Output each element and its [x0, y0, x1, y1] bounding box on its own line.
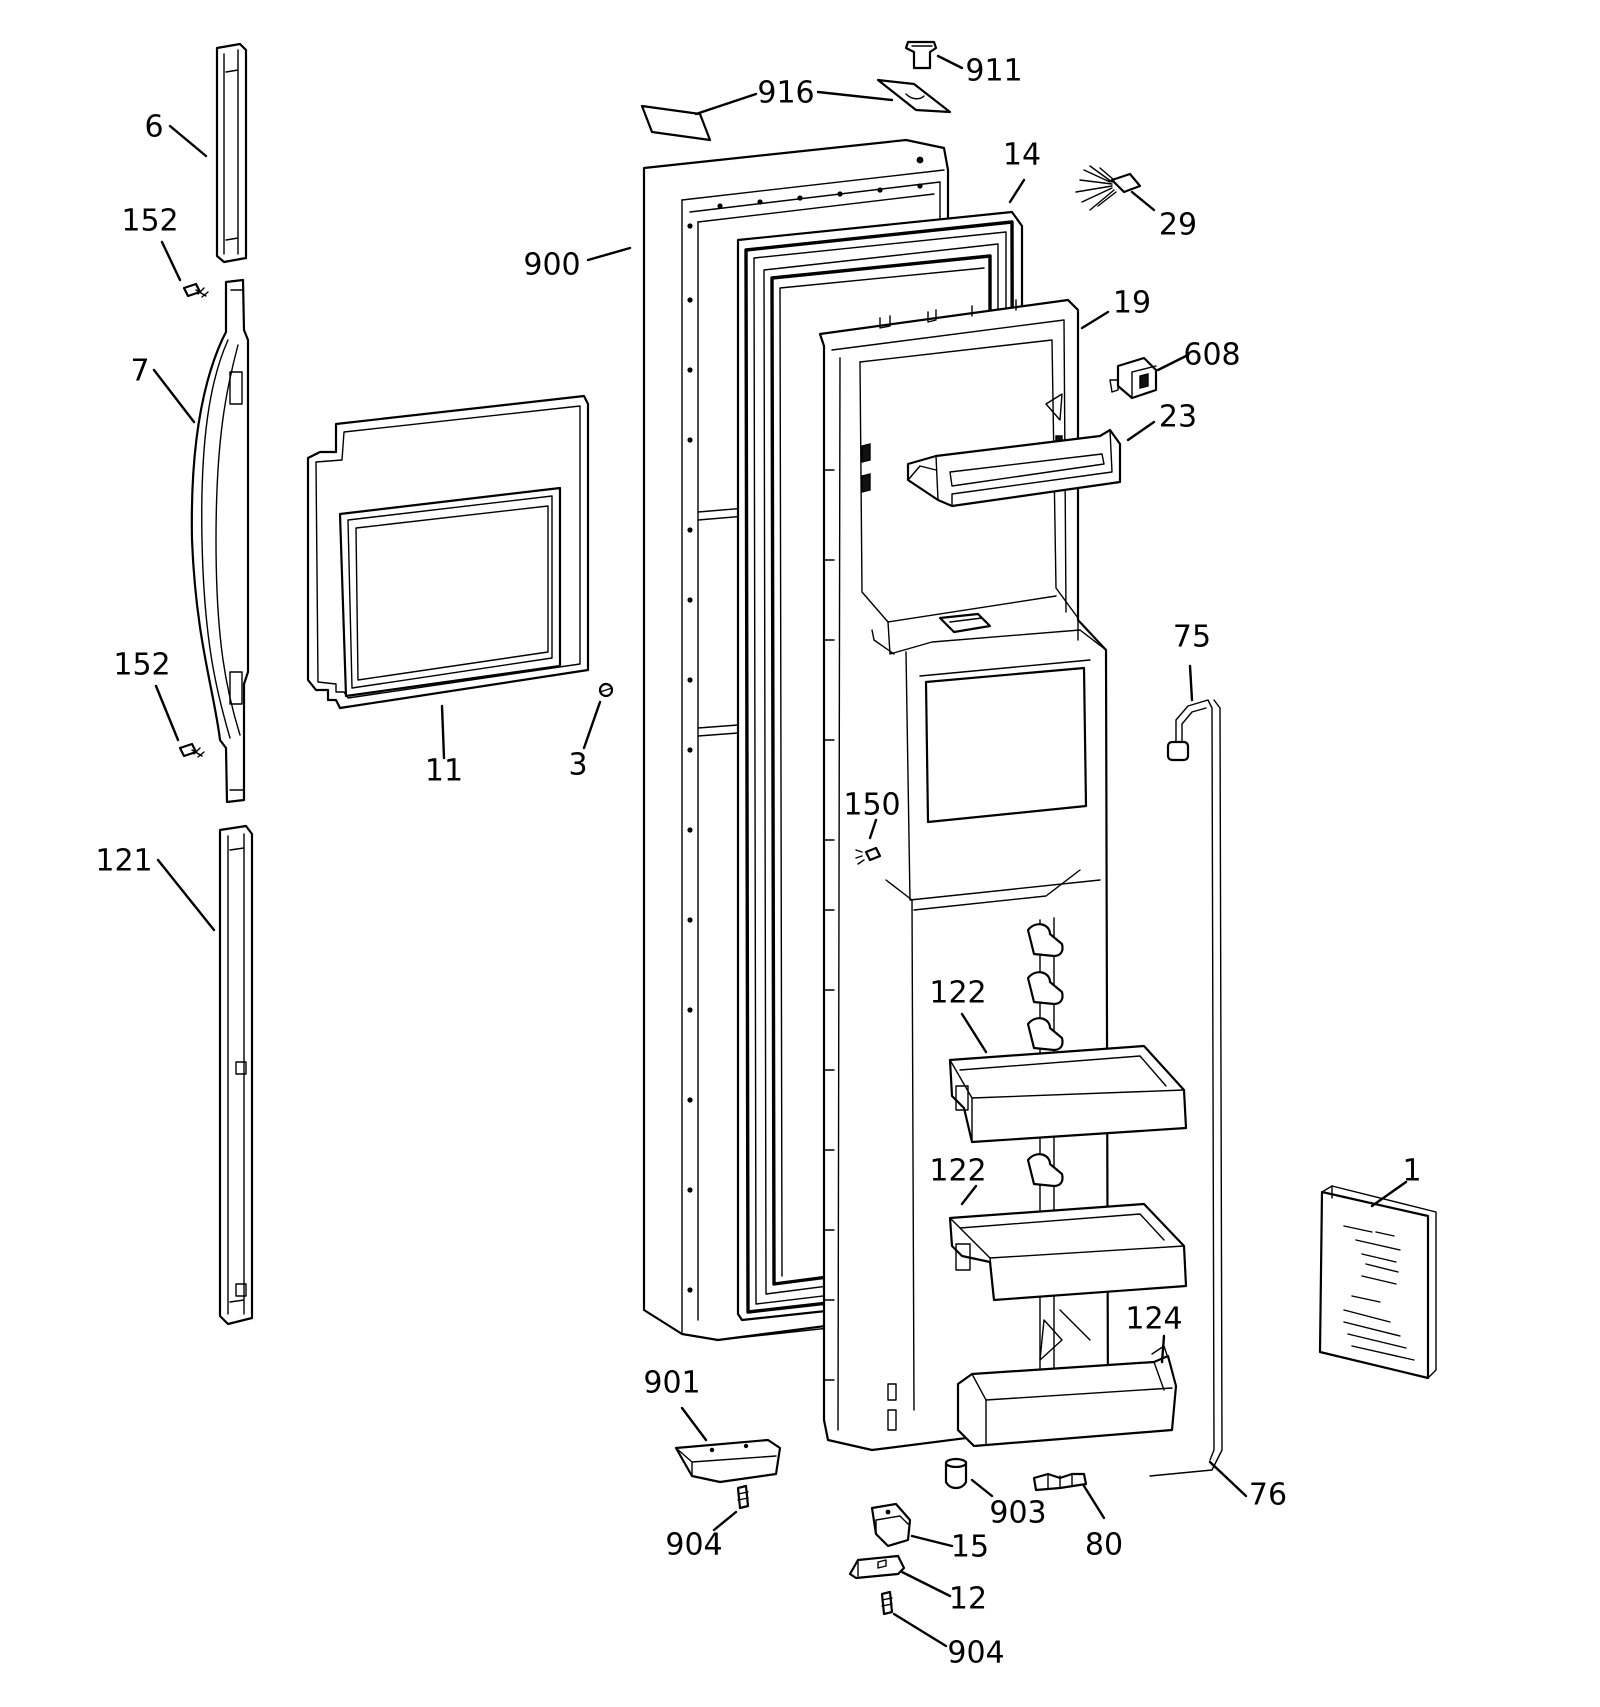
callout-80: 80: [1085, 1528, 1123, 1563]
part-608-connector: [1109, 356, 1158, 400]
bin-support-tabs: [1026, 923, 1064, 1188]
callout-911: 911: [965, 54, 1022, 89]
liner-top-notches: [879, 299, 1017, 329]
callout-903: 903: [989, 1496, 1046, 1531]
callout-900: 900: [523, 248, 580, 283]
part-916-pad-left: [640, 104, 712, 142]
callout-3: 3: [568, 748, 587, 783]
part-903-bushing: [944, 1457, 968, 1490]
part-916-pad-right: [876, 78, 952, 114]
part-7-door-handle: [190, 278, 250, 804]
leader-lines: [152, 54, 1408, 1648]
part-911-plug: [904, 40, 938, 70]
callout-11: 11: [425, 754, 463, 789]
callout-150: 150: [843, 788, 900, 823]
callout-15: 15: [951, 1530, 989, 1565]
part-29-wire-harness: [1075, 165, 1142, 211]
callout-122-lower: 122: [929, 1154, 986, 1189]
part-19-door-liner: [818, 298, 1110, 1452]
callout-152-upper: 152: [121, 204, 178, 239]
part-904-screw-upper: [736, 1484, 750, 1510]
part-1-owner-manual: [1318, 1185, 1437, 1380]
callout-6: 6: [144, 110, 163, 145]
part-75-water-tube: [1149, 699, 1223, 1477]
part-152-screw-upper: [182, 282, 209, 298]
part-122-lower-door-bin: [948, 1202, 1188, 1302]
part-12-hinge-bracket: [848, 1554, 906, 1580]
callout-916: 916: [757, 76, 814, 111]
part-124-bottom-bin: [956, 1345, 1178, 1448]
callout-23: 23: [1159, 400, 1197, 435]
callout-904-upper: 904: [665, 1528, 722, 1563]
callout-7: 7: [130, 354, 149, 389]
callout-124: 124: [1125, 1302, 1182, 1337]
part-23-top-bin: [906, 428, 1122, 508]
callout-29: 29: [1159, 208, 1197, 243]
part-122-upper-door-bin: [948, 1044, 1188, 1144]
callout-901: 901: [643, 1366, 700, 1401]
callout-12: 12: [949, 1582, 987, 1617]
manual-text-marks: [1343, 1225, 1415, 1361]
part-3-nut: [598, 682, 614, 698]
callout-14: 14: [1003, 138, 1041, 173]
part-15-hinge-block: [870, 1502, 912, 1548]
callout-608: 608: [1183, 338, 1240, 373]
callout-75: 75: [1173, 620, 1211, 655]
part-901-bottom-cover: [674, 1438, 782, 1484]
callout-121: 121: [95, 844, 152, 879]
part-904-screw-lower: [880, 1590, 894, 1616]
callout-19: 19: [1113, 286, 1151, 321]
callout-labels: 6 152 7 152 121 11 3 916 911 900 14 29 1…: [95, 54, 1421, 1671]
callout-1: 1: [1402, 1154, 1421, 1189]
callout-76: 76: [1249, 1478, 1287, 1513]
callout-152-lower: 152: [113, 648, 170, 683]
liner-side-clips: [823, 469, 897, 1431]
part-80-valve-fitting: [1032, 1472, 1088, 1492]
part-152-screw-lower: [178, 742, 205, 758]
callout-122-upper: 122: [929, 976, 986, 1011]
part-11-dispenser-frame: [306, 394, 590, 710]
part-150-screw: [855, 846, 882, 865]
door-screw-holes: [687, 156, 924, 1293]
part-121-lower-handle-trim: [218, 824, 254, 1326]
callout-904-lower: 904: [947, 1636, 1004, 1671]
part-6-upper-handle-trim: [215, 42, 248, 264]
